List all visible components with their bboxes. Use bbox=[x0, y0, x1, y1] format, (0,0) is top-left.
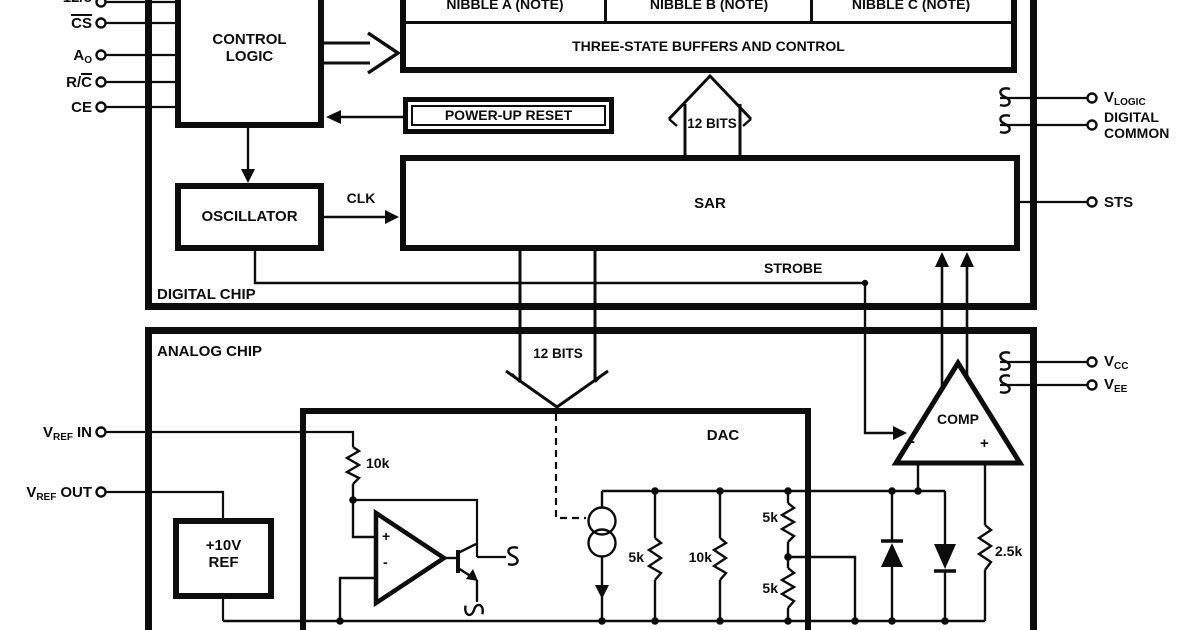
bus-12bit-down-arrow bbox=[505, 251, 609, 409]
diode-down-symbol bbox=[934, 544, 956, 569]
sar-label: SAR bbox=[694, 195, 726, 212]
control-logic-box bbox=[175, 0, 324, 128]
port-label-vlogic: VLOGIC bbox=[1104, 89, 1146, 108]
resistor-5k-bottom bbox=[779, 567, 797, 609]
ref-buffer-circuit bbox=[338, 446, 520, 621]
port-label-sts: STS bbox=[1104, 194, 1134, 211]
resistor-2k5 bbox=[976, 524, 994, 571]
vref-wires bbox=[106, 430, 355, 621]
comparator-label: COMP bbox=[937, 411, 979, 427]
port-label-cs: CS bbox=[71, 14, 92, 32]
port-label-vee: VEE bbox=[1104, 376, 1128, 395]
current-source-symbol bbox=[587, 506, 617, 536]
resistor-5k-source bbox=[646, 537, 664, 581]
digital-chip-label: DIGITAL CHIP bbox=[157, 286, 256, 303]
resistor-5k-source-label: 5k bbox=[628, 549, 644, 565]
comparator-plus-label: + bbox=[980, 435, 989, 452]
sar-box bbox=[400, 155, 1020, 251]
output-buffers-box bbox=[400, 0, 1017, 73]
reset-arrow bbox=[326, 110, 403, 124]
comparator-to-sar-wires bbox=[935, 252, 974, 389]
nibble-divider-2 bbox=[810, 0, 813, 22]
control-to-oscillator-arrow bbox=[241, 128, 255, 183]
resistor-5k-top bbox=[779, 502, 797, 543]
ref-10v-box bbox=[173, 518, 274, 599]
nibble-divider-1 bbox=[604, 0, 607, 22]
bits12-top-label: 12 BITS bbox=[687, 116, 737, 131]
nibble-divider-horizontal bbox=[406, 21, 1011, 24]
comparator-input-network bbox=[881, 463, 994, 621]
bits12-mid-label: 12 BITS bbox=[533, 346, 583, 361]
port-label-vcc: VCC bbox=[1104, 353, 1129, 372]
port-label-ce: CE bbox=[71, 99, 92, 116]
resistor-10k-buffer bbox=[344, 446, 362, 485]
resistor-10k-buffer-label: 10k bbox=[366, 455, 390, 471]
comparator-minus-label: - bbox=[910, 433, 915, 450]
resistor-10k-ladder-label: 10k bbox=[688, 549, 712, 565]
dac-label: DAC bbox=[706, 427, 740, 444]
oscillator-box bbox=[175, 183, 324, 251]
nibble-b-label: NIBBLE B (NOTE) bbox=[649, 0, 769, 12]
clk-arrow bbox=[324, 210, 399, 224]
analog-chip-label: ANALOG CHIP bbox=[157, 343, 262, 360]
opamp-plus-label: + bbox=[382, 528, 391, 544]
bus-12bit-up-arrow bbox=[667, 73, 753, 155]
resistor-5k-top-label: 5k bbox=[762, 509, 778, 525]
offset-squiggle-icon bbox=[506, 546, 520, 566]
clk-label: CLK bbox=[346, 190, 376, 206]
nibble-c-label: NIBBLE C (NOTE) bbox=[851, 0, 971, 12]
three-state-buffers-label: THREE-STATE BUFFERS AND CONTROL bbox=[572, 38, 845, 54]
power-up-reset-label: POWER-UP RESET bbox=[444, 107, 573, 123]
nibble-a-label: NIBBLE A (NOTE) bbox=[446, 0, 564, 12]
oscillator-label: OSCILLATOR bbox=[201, 208, 298, 225]
comparator-symbol bbox=[891, 358, 1025, 466]
control-to-buffers-arrow bbox=[324, 31, 402, 75]
junction-dots bbox=[336, 487, 949, 625]
resistor-10k-ladder bbox=[711, 537, 729, 581]
strobe-label: STROBE bbox=[764, 260, 823, 276]
dac-ladder bbox=[587, 489, 945, 621]
opamp-minus-label: - bbox=[383, 554, 388, 570]
strobe-wire bbox=[253, 251, 907, 440]
dac-control-dashed-wire bbox=[554, 414, 586, 520]
resistor-5k-bottom-label: 5k bbox=[762, 580, 778, 596]
opamp-symbol bbox=[373, 508, 449, 608]
port-label-rc: R/C bbox=[66, 73, 92, 91]
port-label-a0: AO bbox=[73, 47, 92, 66]
ground-squiggle-icon bbox=[463, 602, 485, 617]
supply-port-wires bbox=[1000, 96, 1088, 387]
digital-input-wires bbox=[106, 0, 175, 109]
resistor-2k5-label: 2.5k bbox=[995, 543, 1023, 559]
diode-up-symbol bbox=[881, 543, 903, 567]
package-squiggle-icons bbox=[998, 87, 1012, 394]
port-terminal-circles bbox=[95, 0, 1098, 498]
power-up-reset-box bbox=[403, 97, 614, 134]
port-label-12-8: 12/8 bbox=[12, 0, 92, 6]
